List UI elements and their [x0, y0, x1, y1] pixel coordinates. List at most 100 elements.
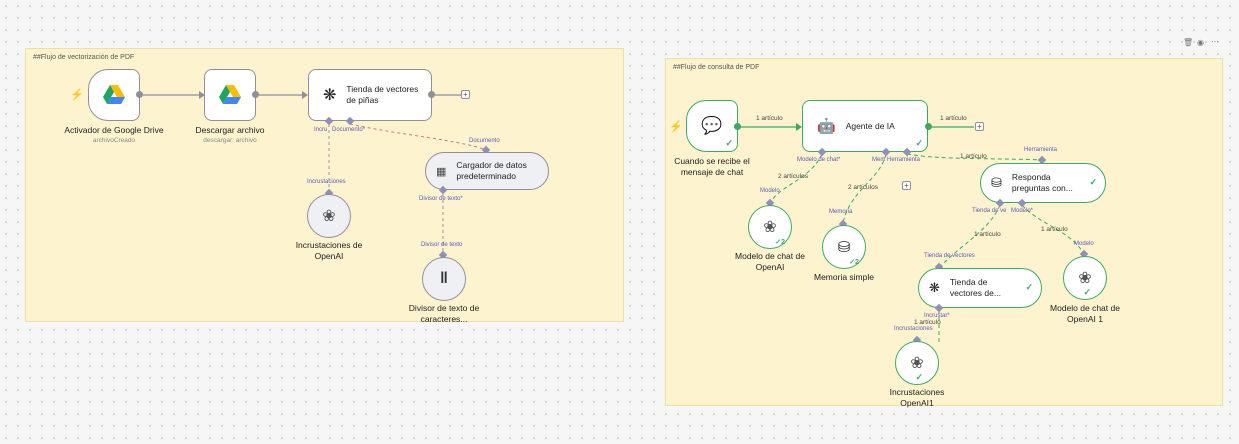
node-label-line: mensaje de chat — [680, 167, 744, 177]
edge-label-items: 2 artículos — [848, 184, 878, 191]
openai-chat-model-1-node[interactable]: ❀ ✓ — [1063, 256, 1107, 300]
openai-chat-model-node[interactable]: ❀ ✓2 — [748, 205, 792, 249]
add-node-plus-icon[interactable]: + — [461, 90, 470, 99]
add-node-plus-icon[interactable]: + — [975, 122, 984, 131]
add-tool-plus-icon[interactable]: + — [902, 181, 911, 190]
run-count: 2 — [855, 259, 859, 266]
edge-label-items: 2 artículos — [778, 173, 808, 180]
openai-icon: ❀ — [322, 208, 336, 225]
edge-label-embeddings: Incrustaciones — [307, 179, 346, 185]
handle-label-text-splitter: Divisor de texto* — [419, 196, 463, 202]
embeddings-node-label: Incrustaciones de OpenAI — [279, 240, 379, 262]
openai-icon: ❀ — [910, 355, 924, 372]
embeddings-1-label: Incrustaciones OpenAI1 — [867, 387, 967, 409]
output-handle[interactable] — [734, 123, 741, 130]
database-icon: ⛁ — [837, 239, 851, 256]
run-count: 2 — [781, 239, 785, 246]
download-file-node[interactable] — [204, 69, 256, 121]
download-node-subtitle: descargar: archivo — [203, 137, 257, 144]
agent-label: Agente de IA — [845, 120, 895, 131]
output-handle[interactable] — [925, 123, 932, 130]
edge-label-items: 1 artículo — [914, 319, 941, 326]
more-icon[interactable]: ⋯ — [1211, 37, 1219, 46]
node-label-line: predeterminado — [456, 171, 516, 181]
download-node-label: Descargar archivo — [195, 125, 265, 135]
handle-label-embeddings: Incru — [314, 127, 328, 133]
handle-label-tool: Herramienta — [887, 157, 921, 163]
robot-icon: 🤖 — [817, 118, 836, 135]
chat-model-1-label: Modelo de chat de OpenAI 1 — [1035, 303, 1135, 325]
edge-label-embeddings: Incrustaciones — [894, 326, 933, 332]
handle-label-vector-store: Tienda de ve — [972, 208, 1007, 214]
google-drive-icon — [103, 85, 125, 104]
trigger-node-subtitle: archivoCreado — [92, 137, 136, 144]
document-icon: ▦ — [436, 165, 447, 178]
trash-icon[interactable]: 🗑 — [1183, 38, 1194, 47]
node-label-line: de piñas — [346, 95, 379, 105]
edge-label-items: 1 artículo — [940, 115, 967, 122]
success-check-icon: ✓ — [1089, 177, 1097, 187]
database-icon: ⛁ — [991, 175, 1002, 190]
sticky-title: ##Flujo de consulta de PDF — [673, 64, 760, 71]
node-label-line: caracteres... — [420, 314, 468, 324]
node-label-line: OpenAI1 — [900, 398, 934, 408]
node-label-line: Tienda de — [949, 277, 988, 287]
handle-label-document: Documento* — [332, 127, 366, 133]
handle-label-model: Modelo* — [1011, 208, 1034, 214]
ai-agent-node[interactable]: 🤖 Agente de IA ✓ — [802, 100, 928, 152]
memory-label: Memoria simple — [814, 272, 874, 282]
chat-trigger-node[interactable]: 💬 ✓ — [686, 100, 738, 152]
edge-label-tool: Herramienta — [1024, 147, 1058, 153]
node-label-line: Divisor de texto de — [408, 303, 480, 313]
output-handle[interactable] — [136, 91, 143, 98]
edge-label-model: Modelo — [760, 188, 780, 194]
output-handle[interactable] — [428, 91, 435, 98]
character-text-splitter-node[interactable]: ‖ — [422, 257, 466, 301]
openai-icon: ❀ — [763, 219, 777, 236]
edge-label-document: Documento — [469, 138, 500, 144]
edge-label-memory: Memoria — [829, 209, 853, 215]
chat-trigger-label: Cuando se recibe el mensaje de chat — [660, 156, 764, 178]
openai-icon: ❀ — [1078, 270, 1092, 287]
openai-embeddings-node[interactable]: ❀ — [307, 194, 351, 238]
trigger-bolt-icon: ⚡ — [669, 121, 683, 133]
node-label-line: Cuando se recibe el — [674, 156, 750, 166]
sticky-title: ##Flujo de vectorización de PDF — [33, 54, 135, 61]
success-check-icon: ✓ — [915, 138, 923, 148]
handle-label-chat-model: Modelo de chat* — [797, 157, 841, 163]
node-label-line: vectores de... — [949, 288, 1001, 298]
node-label-line: Modelo de chat de — [735, 251, 805, 261]
edge-label-items: 1 artículo — [756, 115, 783, 122]
node-label-line: Responda — [1011, 172, 1051, 182]
edge-label-text-splitter: Divisor de texto — [421, 242, 463, 248]
text-splitter-icon: ‖ — [440, 270, 448, 287]
node-label-line: Cargador de datos — [456, 160, 527, 170]
node-label-line: Tienda de vectores — [346, 84, 419, 94]
edge-label-model: Modelo — [1074, 241, 1094, 247]
node-label-line: Modelo de chat de — [1050, 303, 1120, 313]
simple-memory-node[interactable]: ⛁ ✓2 — [822, 225, 866, 269]
connection-sub-dashed — [349, 123, 487, 151]
node-label-line: OpenAI 1 — [1067, 314, 1103, 324]
edge-label-items: 1 artículo — [1041, 226, 1068, 233]
palette-icon[interactable]: ◉ — [1197, 38, 1204, 47]
arrowheads — [199, 91, 308, 99]
run-count-badge: ✓2 — [849, 259, 859, 266]
output-handle[interactable] — [252, 91, 259, 98]
pinecone-icon: ❋ — [323, 87, 337, 104]
chat-model-label: Modelo de chat de OpenAI — [720, 251, 820, 273]
edge-label-items: 1 artículo — [974, 231, 1001, 238]
success-check-icon: ✓ — [915, 372, 923, 382]
handle-label-embed: Incrustar* — [924, 313, 950, 319]
openai-embeddings-1-node[interactable]: ❀ ✓ — [895, 341, 939, 385]
google-drive-trigger-node[interactable] — [88, 69, 140, 121]
pinecone-icon: ❋ — [929, 280, 940, 295]
handle-label-memory: Mem — [872, 157, 886, 163]
splitter-node-label: Divisor de texto de caracteres... — [394, 303, 494, 325]
chat-bubbles-icon: 💬 — [701, 116, 723, 135]
